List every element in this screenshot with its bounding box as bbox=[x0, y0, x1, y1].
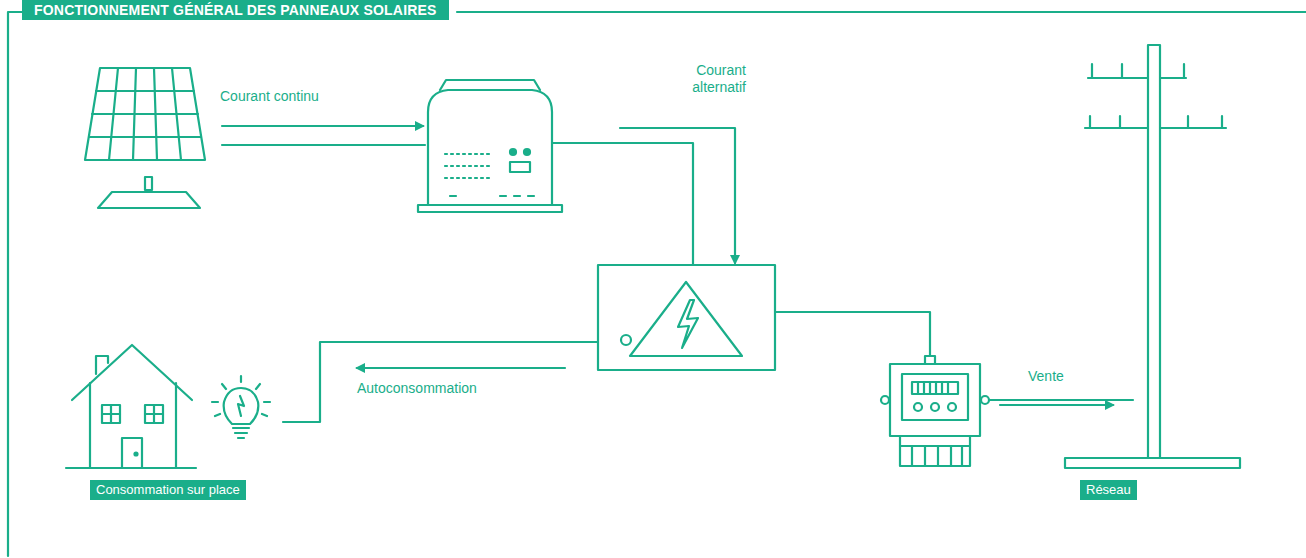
electric-meter-icon bbox=[881, 356, 989, 466]
band-text: Réseau bbox=[1086, 482, 1131, 497]
sale-arrow bbox=[1000, 404, 1113, 406]
dc-arrow bbox=[222, 125, 423, 127]
self-consumption-arrow bbox=[357, 367, 565, 369]
band-text: Consommation sur place bbox=[96, 482, 240, 497]
house-icon bbox=[66, 345, 196, 468]
flow-label: Autoconsommation bbox=[357, 380, 477, 397]
electrical-panel-icon bbox=[598, 265, 775, 370]
power-pole-icon bbox=[1065, 45, 1240, 468]
caption-band: Réseau bbox=[1080, 480, 1137, 500]
flow-label: Courant alternatif bbox=[656, 62, 746, 96]
caption-band: Consommation sur place bbox=[90, 480, 246, 500]
solar-panel-icon bbox=[85, 68, 205, 208]
inverter-icon bbox=[418, 80, 562, 212]
meter-wire bbox=[775, 312, 930, 356]
title-tab: FONCTIONNEMENT GÉNÉRAL DES PANNEAUX SOLA… bbox=[22, 0, 449, 20]
ac-arrow bbox=[620, 128, 735, 263]
frame-line bbox=[8, 12, 22, 556]
ac-wire bbox=[552, 143, 693, 265]
flow-label: Courant continu bbox=[220, 88, 319, 105]
light-bulb-icon bbox=[212, 376, 270, 438]
frame-line bbox=[457, 11, 1306, 13]
dc-wire bbox=[222, 144, 425, 146]
flow-label: Vente bbox=[1028, 368, 1064, 385]
house-wire bbox=[283, 342, 598, 422]
grid-wire bbox=[989, 399, 1133, 401]
